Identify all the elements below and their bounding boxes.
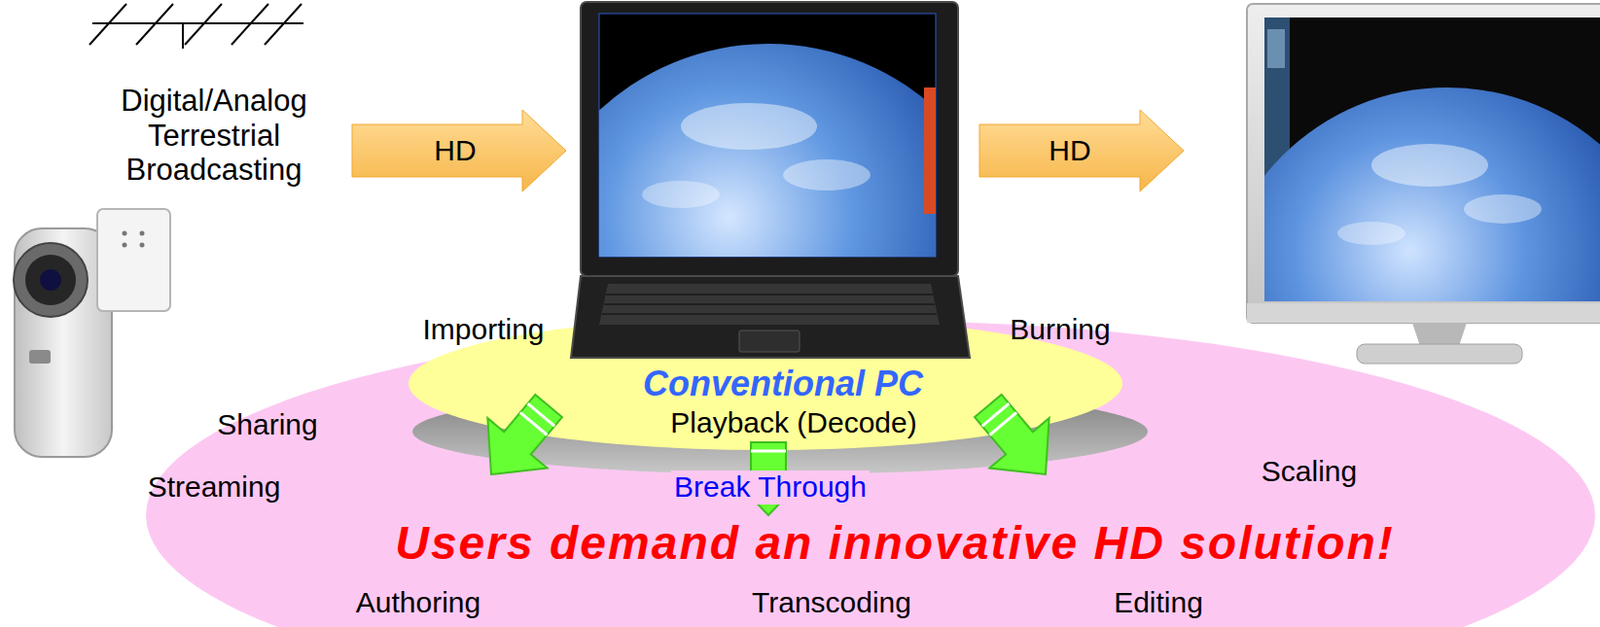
task-label: Scaling (1261, 455, 1357, 490)
tv-illustration (1463, 194, 1542, 224)
tv-illustration (1264, 87, 1600, 302)
laptop-illustration (782, 159, 871, 191)
breakthrough-arrow (461, 381, 578, 500)
camcorder-illustration (122, 231, 128, 237)
tv-illustration (1246, 3, 1600, 323)
laptop-illustration (599, 43, 936, 257)
camcorder-illustration (13, 209, 171, 458)
task-label: Editing (1113, 586, 1204, 621)
arrow-caption: Break Through (671, 470, 870, 505)
laptop-illustration (599, 13, 936, 257)
camcorder-illustration (97, 209, 171, 312)
breakthrough-arrow (958, 381, 1075, 500)
breakthrough-arrow (729, 442, 808, 516)
camcorder-illustration (25, 254, 76, 306)
tv-illustration (1264, 17, 1290, 302)
camcorder-illustration (29, 350, 51, 364)
breakthrough-arrow (528, 403, 556, 427)
camcorder-illustration (140, 231, 145, 237)
tv-illustration (1267, 29, 1285, 69)
task-label: Importing (422, 313, 544, 348)
task-label: Transcoding (751, 586, 912, 621)
antenna-symbol (89, 3, 304, 49)
breakthrough-arrow (750, 450, 786, 454)
task-label: Burning (1009, 313, 1110, 348)
tv-illustration (1412, 322, 1467, 347)
hd-arrow: HD (352, 109, 567, 192)
laptop-illustration (602, 313, 937, 316)
hd-arrow: HD (979, 109, 1184, 192)
hd-arrow-shape (352, 109, 567, 192)
task-label: Authoring (355, 586, 481, 621)
laptop-illustration (599, 284, 940, 325)
breakthrough-arrow (461, 381, 578, 500)
antenna-symbol (231, 3, 269, 45)
tv-illustration (1246, 303, 1600, 323)
task-label: Sharing (216, 408, 318, 443)
tv-illustration (1264, 17, 1600, 302)
laptop-illustration (570, 276, 970, 358)
antenna-symbol (89, 3, 127, 45)
user-demand-region-shape (145, 320, 1596, 627)
camcorder-illustration (14, 228, 112, 458)
camcorder-illustration (13, 243, 88, 318)
laptop-illustration (580, 1, 959, 277)
laptop-illustration (641, 180, 720, 209)
tv-illustration (1337, 221, 1406, 246)
tv-illustration (1371, 143, 1489, 187)
breakthrough-arrow (729, 442, 808, 516)
antenna-symbol (92, 22, 304, 25)
tv-illustration (1264, 17, 1600, 302)
breakthrough-arrow (958, 381, 1075, 500)
hd-arrow-shape (979, 109, 1184, 192)
camcorder-illustration (140, 243, 145, 249)
antenna-symbol (181, 23, 184, 49)
breakthrough-arrow (520, 412, 548, 435)
task-label: Streaming (147, 470, 282, 505)
breakthrough-arrow (982, 403, 1010, 427)
laptop-illustration (605, 293, 933, 296)
camcorder-illustration (122, 243, 128, 249)
laptop-illustration (520, 1, 1017, 540)
source-label: Digital/Analog Terrestrial Broadcasting (102, 83, 326, 188)
conventional-pc-region: ImportingBurningConventional PCPlayback … (408, 317, 1123, 451)
laptop-illustration (924, 87, 936, 214)
tv-illustration (1356, 344, 1523, 364)
arrow-label: HD (433, 134, 476, 169)
laptop-illustration (680, 103, 818, 150)
laptop-illustration (739, 330, 800, 353)
antenna-symbol (136, 3, 174, 45)
arrow-label: HD (1048, 134, 1091, 169)
laptop-illustration (604, 303, 935, 306)
antenna-symbol (264, 3, 302, 45)
user-demand-region: SharingStreaming Break Through ScalingUser… (145, 320, 1596, 627)
region-heading: Conventional PC (642, 363, 924, 404)
camcorder-illustration (39, 269, 62, 291)
laptop-illustration (599, 43, 936, 257)
laptop-illustration (602, 294, 937, 315)
antenna-symbol (184, 3, 222, 45)
headline: Users demand an innovative HD solution! (394, 516, 1395, 570)
breakthrough-arrow (990, 412, 1018, 435)
task-label: Playback (Decode) (670, 406, 917, 441)
